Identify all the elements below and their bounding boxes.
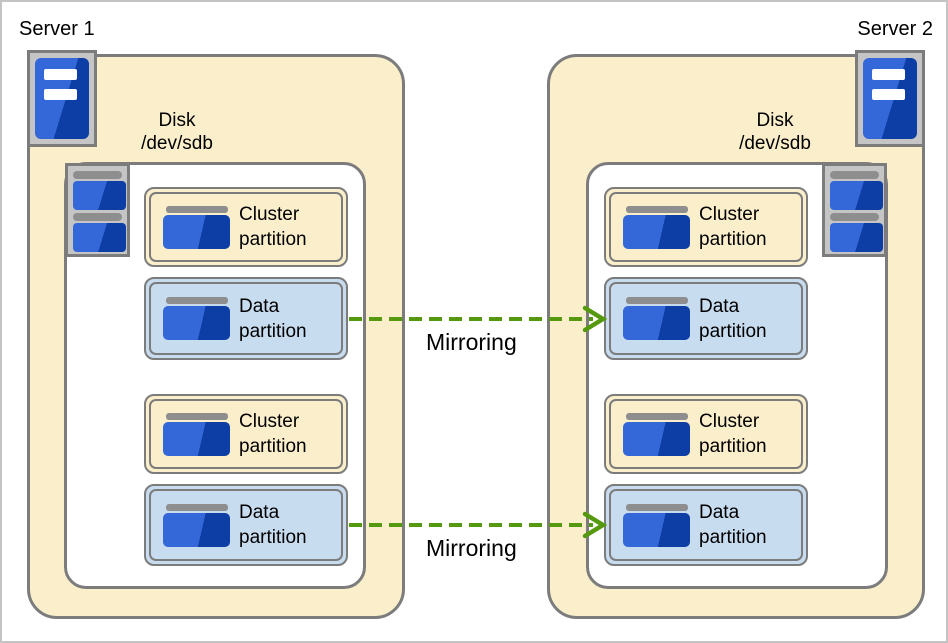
partition-disk-icon — [623, 205, 690, 249]
partition-label-line2: partition — [239, 320, 307, 342]
partition-label-line1: Cluster — [239, 411, 300, 432]
tower-slot — [872, 69, 905, 80]
disk-platter — [830, 181, 883, 210]
disk-platter — [830, 223, 883, 252]
partition-label-line2: partition — [699, 527, 767, 548]
partition-disk-icon — [163, 412, 230, 456]
server1-disk-label: Disk /dev/sdb — [107, 109, 247, 155]
partition-label: Data partition — [699, 500, 767, 550]
partition-label: Data partition — [699, 294, 767, 344]
disk-label-line1: Disk — [756, 110, 794, 131]
partition-body: Cluster partition — [609, 399, 803, 469]
tower-slot — [44, 69, 77, 80]
partition-label-line2: partition — [699, 320, 767, 342]
partition-disk-icon — [163, 205, 230, 249]
partition-label: Data partition — [239, 294, 307, 344]
partition-label-line2: partition — [699, 229, 767, 250]
tower-body — [863, 58, 917, 139]
partition-label-line1: Data — [239, 295, 280, 317]
partition-label-line1: Cluster — [699, 411, 760, 432]
server1-data-partition-2: Data partition — [144, 484, 348, 566]
partition-label: Cluster partition — [699, 202, 767, 252]
partition-disk-icon — [163, 503, 230, 547]
partition-body: Cluster partition — [149, 399, 343, 469]
partition-label: Cluster partition — [699, 409, 767, 459]
partition-disk-icon — [623, 297, 690, 340]
server2-data-partition-1: Data partition — [604, 277, 808, 360]
disk-label-line2: /dev/sdb — [141, 133, 213, 154]
partition-label-line2: partition — [239, 436, 307, 457]
server1-cluster-partition-1: Cluster partition — [144, 187, 348, 267]
server1-tower-icon — [27, 50, 97, 147]
server1-cluster-partition-2: Cluster partition — [144, 394, 348, 474]
server2-cluster-partition-1: Cluster partition — [604, 187, 808, 267]
partition-body: Cluster partition — [609, 192, 803, 262]
partition-disk-icon — [623, 412, 690, 456]
partition-label-line1: Data — [699, 295, 740, 317]
server2-cluster-partition-2: Cluster partition — [604, 394, 808, 474]
partition-label-line2: partition — [239, 527, 307, 548]
disk-platter — [73, 181, 126, 210]
disk-bar — [73, 213, 122, 221]
partition-body: Data partition — [609, 489, 803, 561]
disk-label-line2: /dev/sdb — [739, 133, 811, 154]
server2-disk-label: Disk /dev/sdb — [705, 109, 845, 155]
disk-bar — [73, 171, 122, 179]
server1-title: Server 1 — [19, 18, 95, 40]
partition-label: Cluster partition — [239, 409, 307, 459]
server1-disk-stack-icon — [65, 163, 130, 257]
mirroring-label-2: Mirroring — [426, 535, 517, 561]
partition-label: Data partition — [239, 500, 307, 550]
tower-body — [35, 58, 89, 139]
server2-disk-stack-icon — [822, 163, 887, 257]
partition-body: Data partition — [149, 489, 343, 561]
disk-bar — [830, 213, 879, 221]
server2-tower-icon — [855, 50, 925, 147]
partition-body: Cluster partition — [149, 192, 343, 262]
partition-label-line2: partition — [239, 229, 307, 250]
partition-label-line1: Data — [699, 502, 740, 523]
disk-bar — [830, 171, 879, 179]
partition-label-line1: Cluster — [699, 204, 760, 225]
partition-body: Data partition — [609, 282, 803, 355]
mirroring-label-1: Mirroring — [426, 329, 517, 355]
server2-data-partition-2: Data partition — [604, 484, 808, 566]
disk-platter — [73, 223, 126, 252]
tower-slot — [872, 89, 905, 100]
partition-label: Cluster partition — [239, 202, 307, 252]
server1-data-partition-1: Data partition — [144, 277, 348, 360]
partition-disk-icon — [623, 503, 690, 547]
partition-disk-icon — [163, 297, 230, 340]
partition-label-line2: partition — [699, 436, 767, 457]
partition-label-line1: Cluster — [239, 204, 300, 225]
disk-label-line1: Disk — [158, 110, 196, 131]
tower-slot — [44, 89, 77, 100]
partition-label-line1: Data — [239, 502, 280, 523]
partition-body: Data partition — [149, 282, 343, 355]
server2-title: Server 2 — [857, 18, 933, 40]
